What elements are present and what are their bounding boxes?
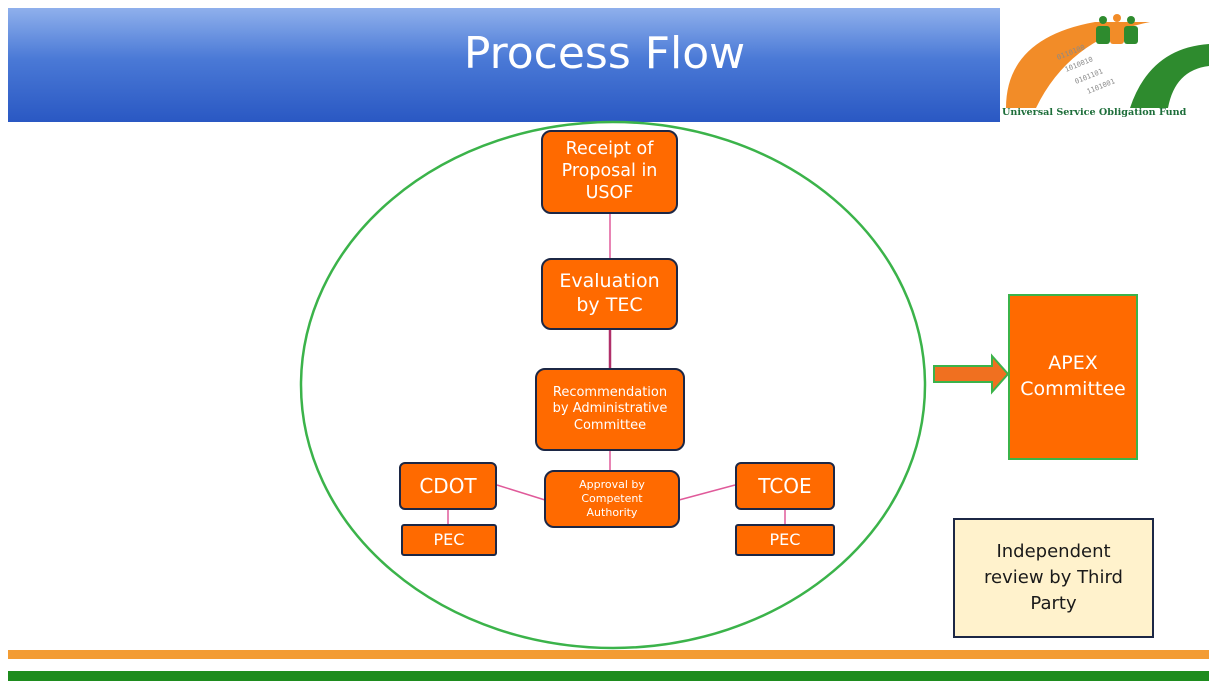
- usof-logo: 0110100 1010010 0101101 1101001 Universa…: [1000, 8, 1209, 122]
- node-evaluation-by-tec: Evaluation by TEC: [541, 258, 678, 330]
- footer-green-stripe: [8, 671, 1209, 681]
- apex-label: APEX Committee: [1020, 352, 1126, 400]
- node-apex-committee: APEX Committee: [1008, 294, 1138, 460]
- puzzle-figures-icon: [1096, 14, 1138, 44]
- independent-review-box: Independent review by Third Party: [953, 518, 1154, 638]
- logo-caption: Universal Service Obligation Fund: [1002, 107, 1187, 118]
- footer-orange-stripe: [8, 650, 1209, 659]
- usof-logo-graphic: 0110100 1010010 0101101 1101001: [1006, 14, 1209, 108]
- connector-approval-tcoe: [678, 484, 736, 501]
- page-title: Process Flow: [463, 28, 746, 79]
- node-recommendation: Recommendation by Administrative Committ…: [535, 368, 685, 451]
- node-receipt-of-proposal: Receipt of Proposal in USOF: [541, 130, 678, 214]
- node-pec-left: PEC: [401, 524, 497, 556]
- review-label: Independent review by Third Party: [984, 540, 1123, 615]
- arrow-to-apex-icon: [933, 353, 1010, 395]
- title-banner: [8, 8, 1000, 122]
- connector-cdot-approval: [496, 484, 546, 501]
- node-pec-right: PEC: [735, 524, 835, 556]
- node-approval: Approval by Competent Authority: [544, 470, 680, 528]
- node-tcoe: TCOE: [735, 462, 835, 510]
- scope-ellipse: [299, 120, 927, 650]
- node-cdot: CDOT: [399, 462, 497, 510]
